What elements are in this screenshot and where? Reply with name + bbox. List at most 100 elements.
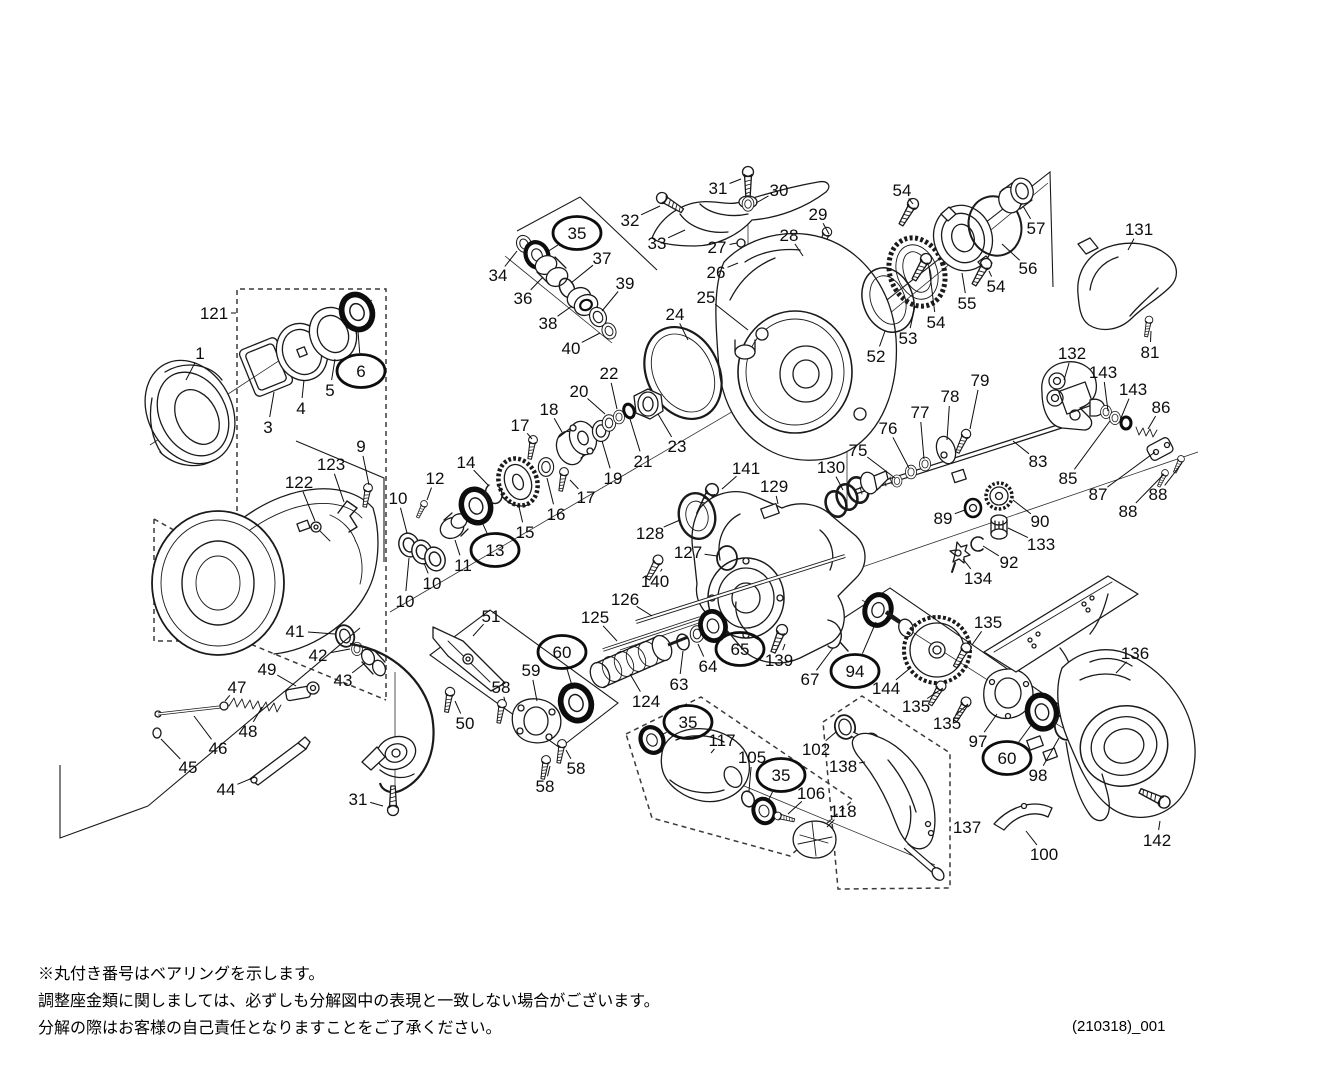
part-number-label: 18	[540, 400, 559, 419]
leader-line	[657, 413, 673, 438]
part-screw-54b	[908, 250, 935, 284]
part-number-label: 135	[974, 613, 1002, 632]
leader-line	[679, 650, 684, 675]
part-shaft-126	[635, 554, 846, 624]
leader-line	[629, 673, 641, 692]
part-rotor-25	[715, 232, 898, 461]
leader-line	[892, 437, 910, 469]
part-number-label: 141	[732, 459, 760, 478]
part-number-label: 43	[334, 671, 353, 690]
leader-line	[1022, 205, 1032, 220]
part-number-label: 17	[577, 488, 596, 507]
part-number-label: 143	[1119, 380, 1147, 399]
part-number-label: 81	[1141, 343, 1160, 362]
part-number-label: 138	[829, 757, 857, 776]
leader-line	[405, 557, 410, 592]
leader-line	[926, 687, 944, 699]
part-screw-54a	[895, 195, 922, 229]
leader-line	[928, 266, 936, 313]
part-knob-117	[660, 727, 751, 803]
leader-line	[357, 330, 361, 354]
part-number-label: 123	[317, 455, 345, 474]
part-number-label: 57	[1027, 219, 1046, 238]
part-drag-knob-1	[144, 359, 236, 467]
part-number-label: 3	[263, 418, 272, 437]
part-number-label: 53	[899, 329, 918, 348]
leader-line	[601, 291, 619, 312]
leader-line	[426, 487, 432, 501]
part-number-label: 32	[621, 211, 640, 230]
part-screw-79	[952, 427, 973, 456]
leader-line	[302, 491, 316, 522]
leader-line	[794, 243, 804, 257]
part-plate-59	[511, 698, 562, 744]
part-number-label: 58	[567, 759, 586, 778]
part-cover-131	[1077, 237, 1177, 331]
part-bush-36	[534, 254, 569, 288]
leader-line	[679, 323, 689, 341]
part-number-label: 134	[964, 569, 992, 588]
part-bush-57	[998, 177, 1034, 214]
part-number-label: 44	[217, 780, 236, 799]
part-number-label: 90	[1031, 512, 1050, 531]
part-number-label: 37	[593, 249, 612, 268]
part-number-label: 117	[708, 731, 735, 750]
part-number-label: 63	[670, 675, 689, 694]
part-plate-97	[983, 668, 1034, 720]
leader-line	[866, 456, 896, 479]
leader-line	[351, 662, 366, 674]
part-number-label: 19	[604, 469, 623, 488]
leader-line	[454, 539, 461, 556]
part-screw-32	[653, 189, 686, 217]
part-screw-9	[359, 482, 374, 509]
leader-line	[547, 765, 551, 777]
part-number-label: 38	[539, 314, 558, 333]
part-screw-12	[414, 499, 429, 520]
part-number-label: 41	[286, 622, 305, 641]
leader-line	[601, 440, 611, 469]
part-number-label: 128	[636, 524, 664, 543]
part-number-label: 45	[179, 758, 198, 777]
part-number-label: 34	[489, 266, 508, 285]
part-number-label: 142	[1143, 831, 1171, 850]
leader-line	[526, 432, 533, 440]
leader-line	[581, 332, 601, 343]
leader-line	[748, 766, 752, 792]
leader-line	[480, 519, 488, 534]
leader-line	[423, 562, 429, 574]
leader-line	[982, 545, 1000, 557]
part-cap-45	[152, 727, 162, 739]
leader-line	[895, 668, 910, 681]
part-gear-18	[555, 420, 598, 466]
part-number-label: 85	[1059, 469, 1078, 488]
part-number-label: 77	[911, 403, 930, 422]
leader-line	[530, 276, 544, 291]
document-number: (210318)_001	[1072, 1018, 1166, 1035]
part-number-label: 76	[879, 419, 898, 438]
part-ratchet-134	[949, 541, 971, 573]
footnote-washers: 調整座金類に関しましては、必ずしも分解図中の表現と一致しない場合がございます。	[38, 993, 660, 1010]
part-number-label: 31	[709, 179, 728, 198]
leader-line	[185, 362, 196, 381]
leader-line	[946, 405, 950, 441]
bearing-circle	[714, 631, 766, 667]
part-number-label: 54	[927, 313, 946, 332]
leader-line	[504, 250, 518, 267]
leader-line	[988, 270, 993, 277]
leader-line	[333, 473, 345, 503]
part-number-label: 127	[674, 543, 702, 562]
leader-line	[660, 731, 667, 736]
part-number-label: 55	[958, 294, 977, 313]
part-oring-21	[622, 402, 636, 420]
part-number-label: 88	[1149, 485, 1168, 504]
leader-line	[518, 506, 524, 523]
leader-line	[720, 633, 724, 636]
part-cap-118	[792, 820, 837, 859]
part-number-label: 28	[780, 226, 799, 245]
part-number-label: 133	[1027, 535, 1055, 554]
leader-line	[729, 242, 738, 245]
leader-line	[704, 553, 718, 557]
leader-line	[1103, 381, 1109, 412]
